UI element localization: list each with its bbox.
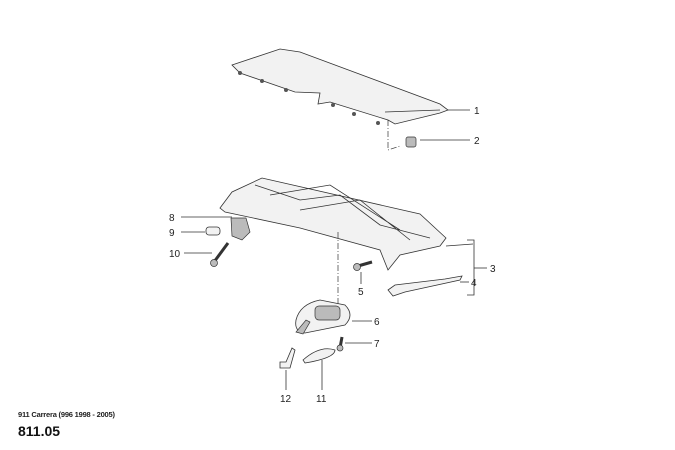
part-6-mechanism[interactable] <box>295 299 351 335</box>
leader-lines <box>181 109 487 390</box>
model-label: 911 Carrera (996 1998 - 2005) <box>18 410 115 419</box>
part-1-cover-panel[interactable] <box>231 48 449 125</box>
part-3-parcel-shelf[interactable] <box>219 177 447 271</box>
callout-12: 12 <box>280 394 292 405</box>
part-2-clip[interactable] <box>405 136 417 148</box>
part-7-screw[interactable] <box>336 336 344 352</box>
callout-8: 8 <box>169 213 175 224</box>
group-number: 811.05 <box>18 423 61 439</box>
callout-10: 10 <box>169 249 181 260</box>
part-5-screw[interactable] <box>353 260 373 271</box>
part-4-trim-strip[interactable] <box>387 275 463 297</box>
callout-4: 4 <box>471 278 477 289</box>
part-8-hinge-bracket[interactable] <box>230 217 251 241</box>
callout-11: 11 <box>316 394 327 405</box>
callout-1: 1 <box>474 106 480 117</box>
part-10-bolt[interactable] <box>210 242 230 267</box>
callout-7: 7 <box>374 339 380 350</box>
part-11-cover[interactable] <box>302 348 336 364</box>
part-9-sleeve[interactable] <box>205 226 221 236</box>
callout-3: 3 <box>490 264 496 275</box>
callout-2: 2 <box>474 136 480 147</box>
callout-6: 6 <box>374 317 380 328</box>
part-12-lever[interactable] <box>279 347 296 369</box>
callout-5: 5 <box>358 287 364 298</box>
callout-9: 9 <box>169 228 175 239</box>
